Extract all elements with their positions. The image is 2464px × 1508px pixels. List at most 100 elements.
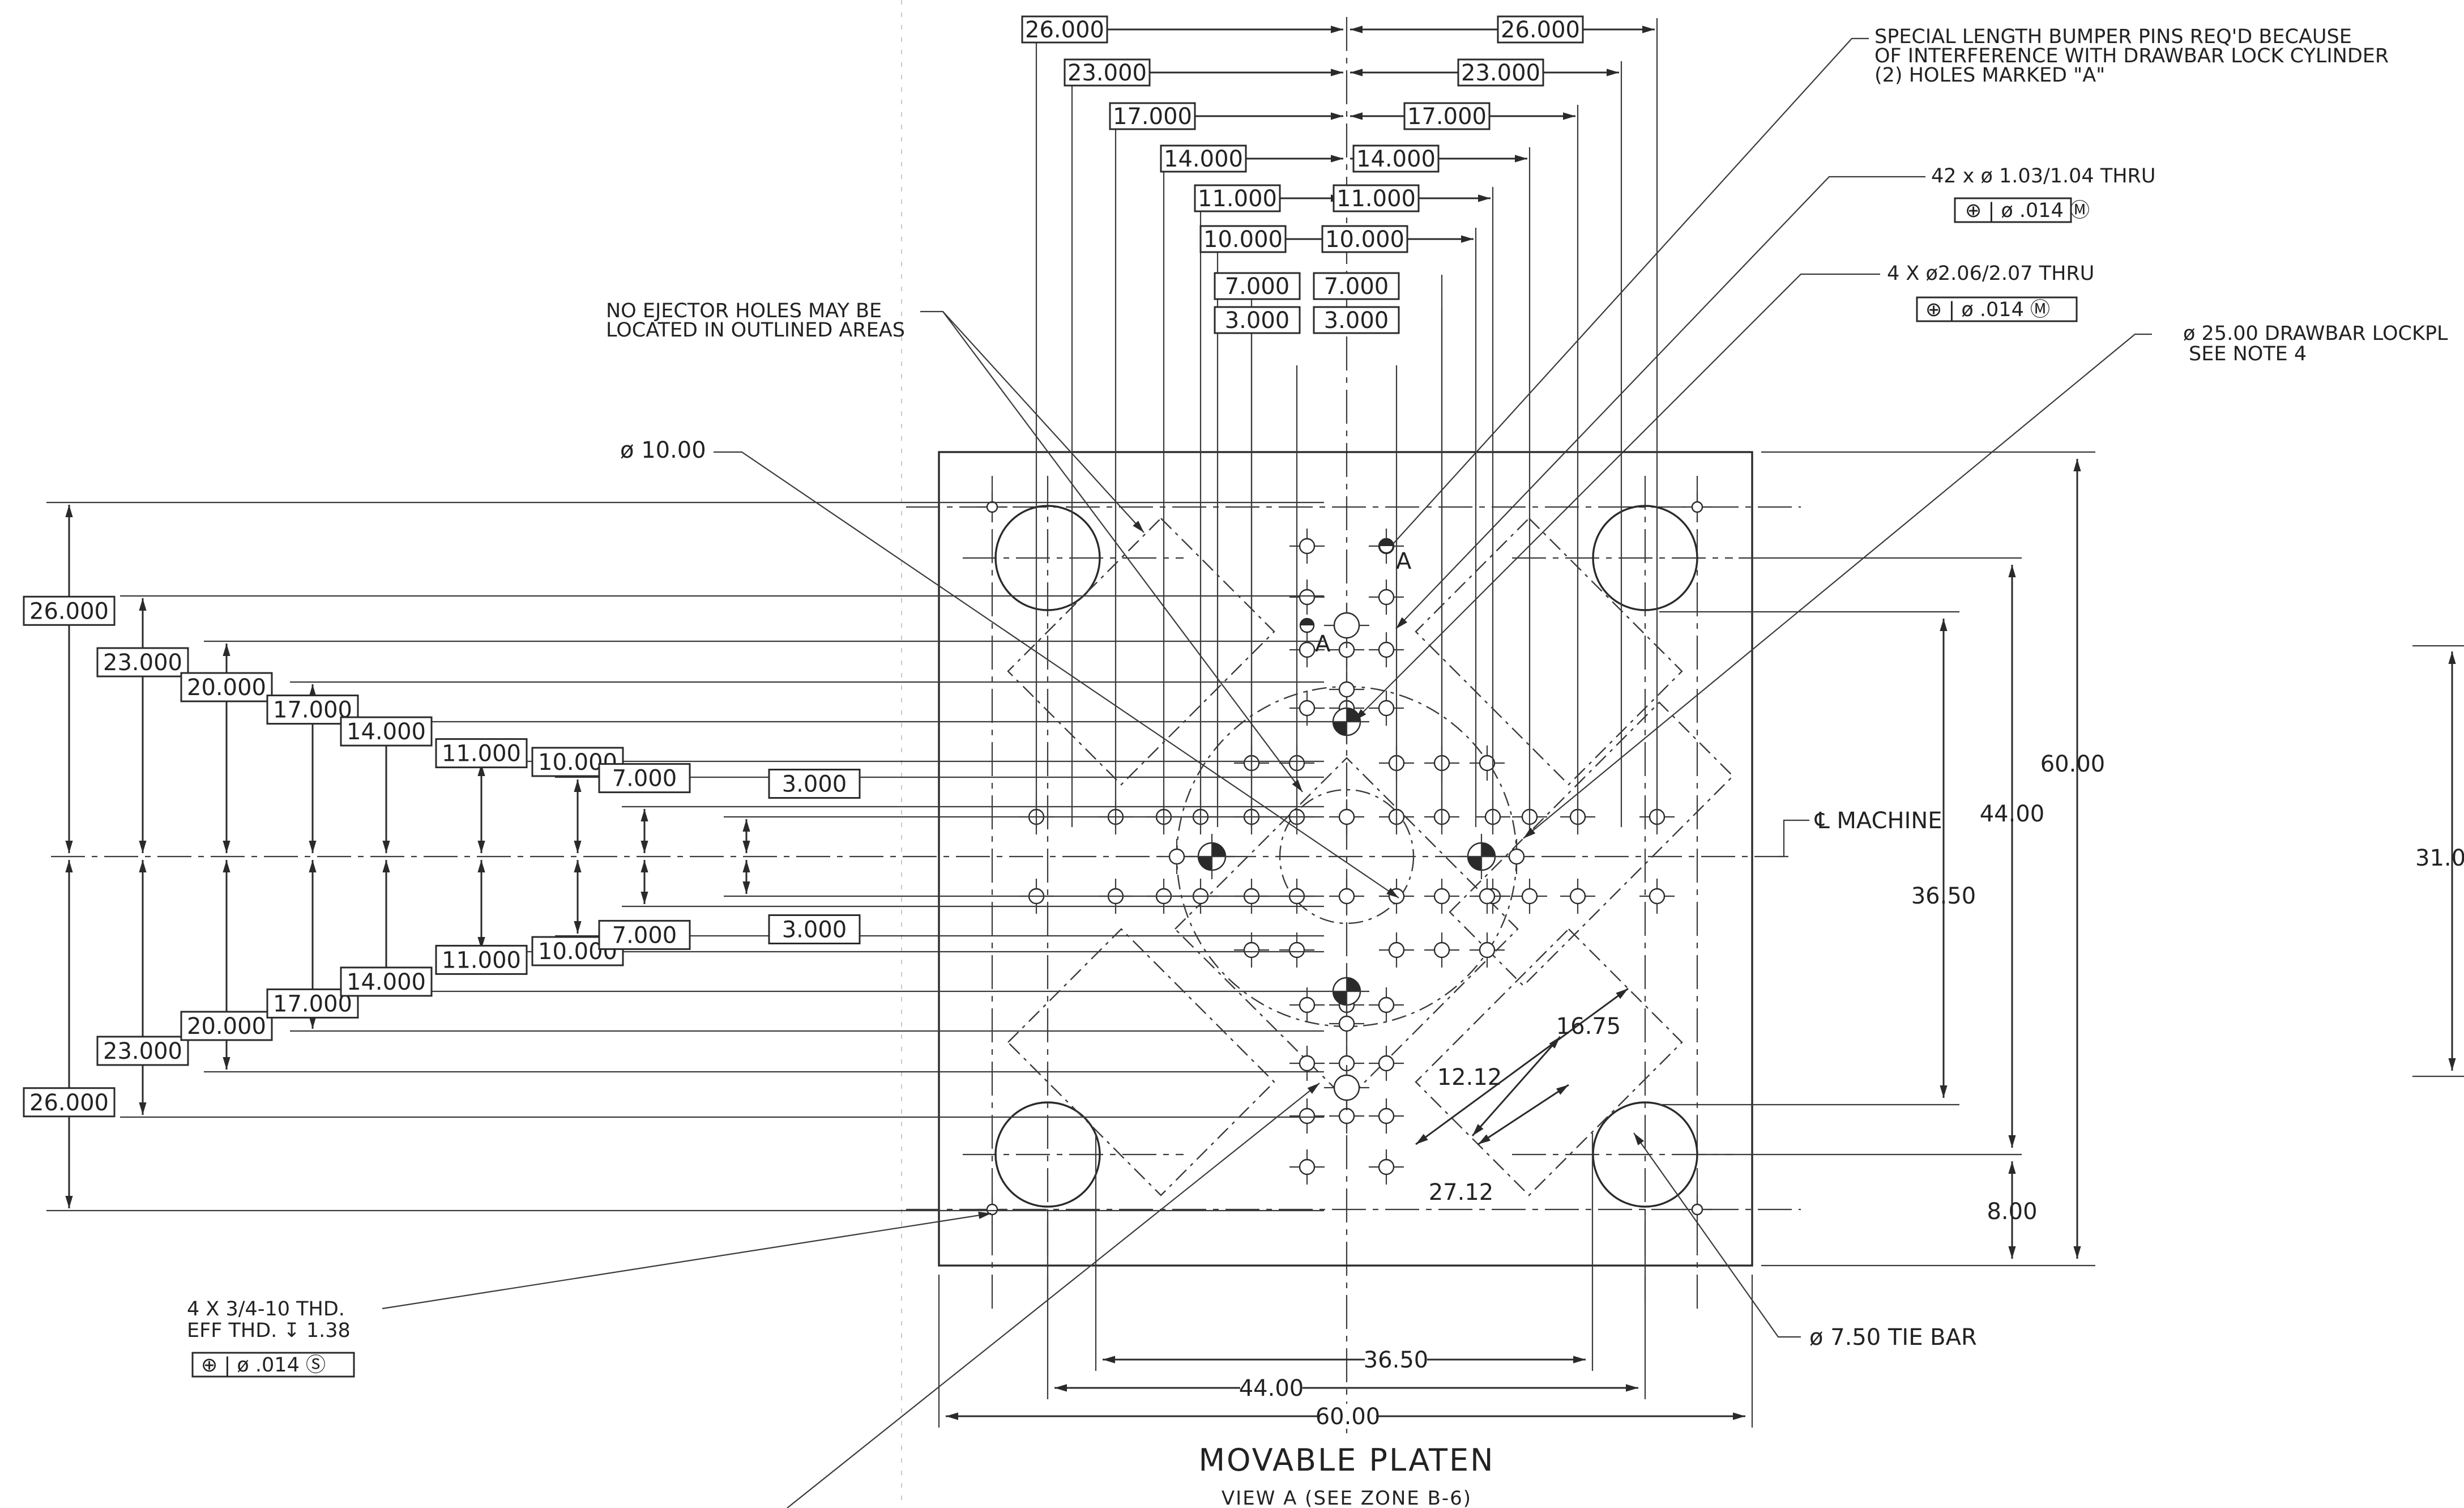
drawbar-note-line-2: SEE NOTE 4 <box>2189 343 2307 365</box>
top-dim-box-left <box>1109 102 1196 130</box>
hole-mark-a-upper: A <box>1396 548 1412 574</box>
left-dim-lower: 14.000 <box>347 969 426 995</box>
bumper-pin-hole <box>1299 617 1315 633</box>
lock-cylinder-hole <box>1324 969 1369 1014</box>
ejector-hole <box>1289 1098 1325 1134</box>
top-dim-right: 10.000 <box>1325 227 1404 253</box>
lock-cylinder-hole <box>1189 834 1235 879</box>
ejector-hole <box>1379 932 1414 968</box>
top-dim-right: 11.000 <box>1336 186 1416 212</box>
thread-note-line-2: EFF THD. ↧ 1.38 <box>187 1319 351 1342</box>
top-dim-right: 14.000 <box>1356 146 1436 172</box>
lock-cylinder-hole <box>1324 699 1369 744</box>
top-dim-right: 23.000 <box>1461 60 1540 86</box>
thread-hole <box>977 492 1007 522</box>
tie-bar-vertical-dim: 44.00 <box>1980 801 2045 827</box>
drawbar-circle <box>1279 789 1415 925</box>
top-dim-box-right <box>1352 144 1440 173</box>
top-dim-box-left <box>1064 58 1151 87</box>
ejector-hole <box>1279 932 1314 968</box>
left-dim-box-lower <box>768 914 861 944</box>
lock-cylinder-hole <box>1459 834 1504 879</box>
left-dim-upper: 26.000 <box>29 598 109 624</box>
left-dim-upper: 3.000 <box>782 772 847 798</box>
leader-lines <box>382 37 2152 1508</box>
left-dim-box-lower <box>180 1011 273 1041</box>
ejector-hole <box>1369 1098 1404 1134</box>
left-dim-upper: 20.000 <box>187 675 266 701</box>
ejector-hole <box>1324 1065 1369 1110</box>
ejector-hole <box>1324 603 1369 648</box>
top-dim-box-right <box>1313 306 1400 334</box>
left-dim-box-upper <box>340 716 433 747</box>
top-dim-right: 7.000 <box>1324 274 1389 300</box>
left-dimension-chain: 26.00026.00023.00023.00020.00020.00017.0… <box>23 501 1324 1212</box>
left-dim-upper: 7.000 <box>612 766 677 792</box>
ejector-hole <box>1289 529 1325 564</box>
ejector-hole <box>1424 879 1459 914</box>
holes-42-fcf-box <box>1954 197 2072 223</box>
inner-horizontal-dim: 36.50 <box>1364 1347 1429 1373</box>
platen-outline <box>938 451 1753 1267</box>
top-dim-box-right <box>1457 58 1544 87</box>
height-dim: 60.00 <box>2040 751 2106 777</box>
top-dim-box-left <box>1160 144 1247 173</box>
ejector-hole <box>1159 839 1194 874</box>
ejector-hole <box>1470 746 1505 781</box>
top-dim-box-right <box>1497 15 1584 44</box>
overall-dimensions-right <box>1659 451 2095 1267</box>
holes-42-note: 42 x ø 1.03/1.04 THRU <box>1931 165 2155 188</box>
left-dim-box-upper <box>768 769 861 799</box>
thread-fcf: ⊕ | ø .014 Ⓢ <box>201 1354 326 1377</box>
ejector-hole <box>1470 879 1505 914</box>
top-dim-left: 11.000 <box>1198 186 1277 212</box>
ejector-hole <box>1470 932 1505 968</box>
tie-bar-note: ø 7.50 TIE BAR <box>1809 1324 1977 1351</box>
thread-note-line-1: 4 X 3/4-10 THD. <box>187 1298 345 1320</box>
left-dim-upper: 23.000 <box>103 650 182 676</box>
tie-bar-horizontal-dim: 44.00 <box>1239 1375 1304 1401</box>
ejector-hole-pattern <box>977 492 1713 1225</box>
left-dim-lower: 7.000 <box>612 922 677 948</box>
ejector-note-line-1: NO EJECTOR HOLES MAY BE <box>606 300 882 322</box>
holes-4-fcf-box <box>1916 296 2078 322</box>
top-dim-box-left <box>1021 15 1108 44</box>
top-dim-right: 3.000 <box>1324 308 1389 334</box>
top-dim-box-right <box>1313 272 1400 300</box>
ejector-hole <box>1512 879 1547 914</box>
ejector-note-line-2: LOCATED IN OUTLINED AREAS <box>606 319 905 342</box>
diag-dim-b: 12.12 <box>1437 1064 1502 1090</box>
diag-dim-a: 16.75 <box>1556 1013 1621 1040</box>
left-dim-lower: 11.000 <box>442 947 521 973</box>
machine-centerline-label: ℄ MACHINE <box>1814 808 1942 834</box>
top-dim-right: 17.000 <box>1407 104 1487 130</box>
top-dim-box-right <box>1333 184 1420 212</box>
holes-42-fcf: ⊕ | ø .014 Ⓜ <box>1965 199 2090 222</box>
ejector-hole <box>1369 987 1404 1023</box>
width-dim: 60.00 <box>1316 1404 1381 1430</box>
drawing-title: MOVABLE PLATEN <box>1198 1442 1494 1478</box>
left-dim-lower: 20.000 <box>187 1013 266 1040</box>
ejector-hole <box>1639 879 1675 914</box>
left-dim-upper: 14.000 <box>347 719 426 745</box>
left-dim-box-upper <box>598 763 691 794</box>
top-dim-left: 17.000 <box>1113 104 1192 130</box>
thread-hole <box>1682 1194 1713 1225</box>
bottom-offset-dim: 8.00 <box>1987 1199 2037 1225</box>
bumper-note-line-3: (2) HOLES MARKED "A" <box>1874 64 2105 87</box>
ejector-hole <box>1289 1149 1325 1185</box>
top-dim-left: 10.000 <box>1203 227 1283 253</box>
dia-10-note: ø 10.00 <box>620 437 706 463</box>
ejector-hole <box>1369 1046 1404 1081</box>
left-dim-box-lower <box>23 1087 116 1118</box>
bumper-note-line-2: OF INTERFERENCE WITH DRAWBAR LOCK CYLIND… <box>1874 45 2389 67</box>
left-dim-box-upper <box>180 672 273 702</box>
top-dim-box-right <box>1403 102 1491 130</box>
top-dim-box-left <box>1199 225 1287 253</box>
ejector-hole <box>1369 632 1404 667</box>
top-dim-left: 7.000 <box>1225 274 1290 300</box>
top-dim-left: 23.000 <box>1067 60 1147 86</box>
left-dim-box-lower <box>340 966 433 997</box>
holes-4-note: 4 X ø2.06/2.07 THRU <box>1887 262 2094 285</box>
